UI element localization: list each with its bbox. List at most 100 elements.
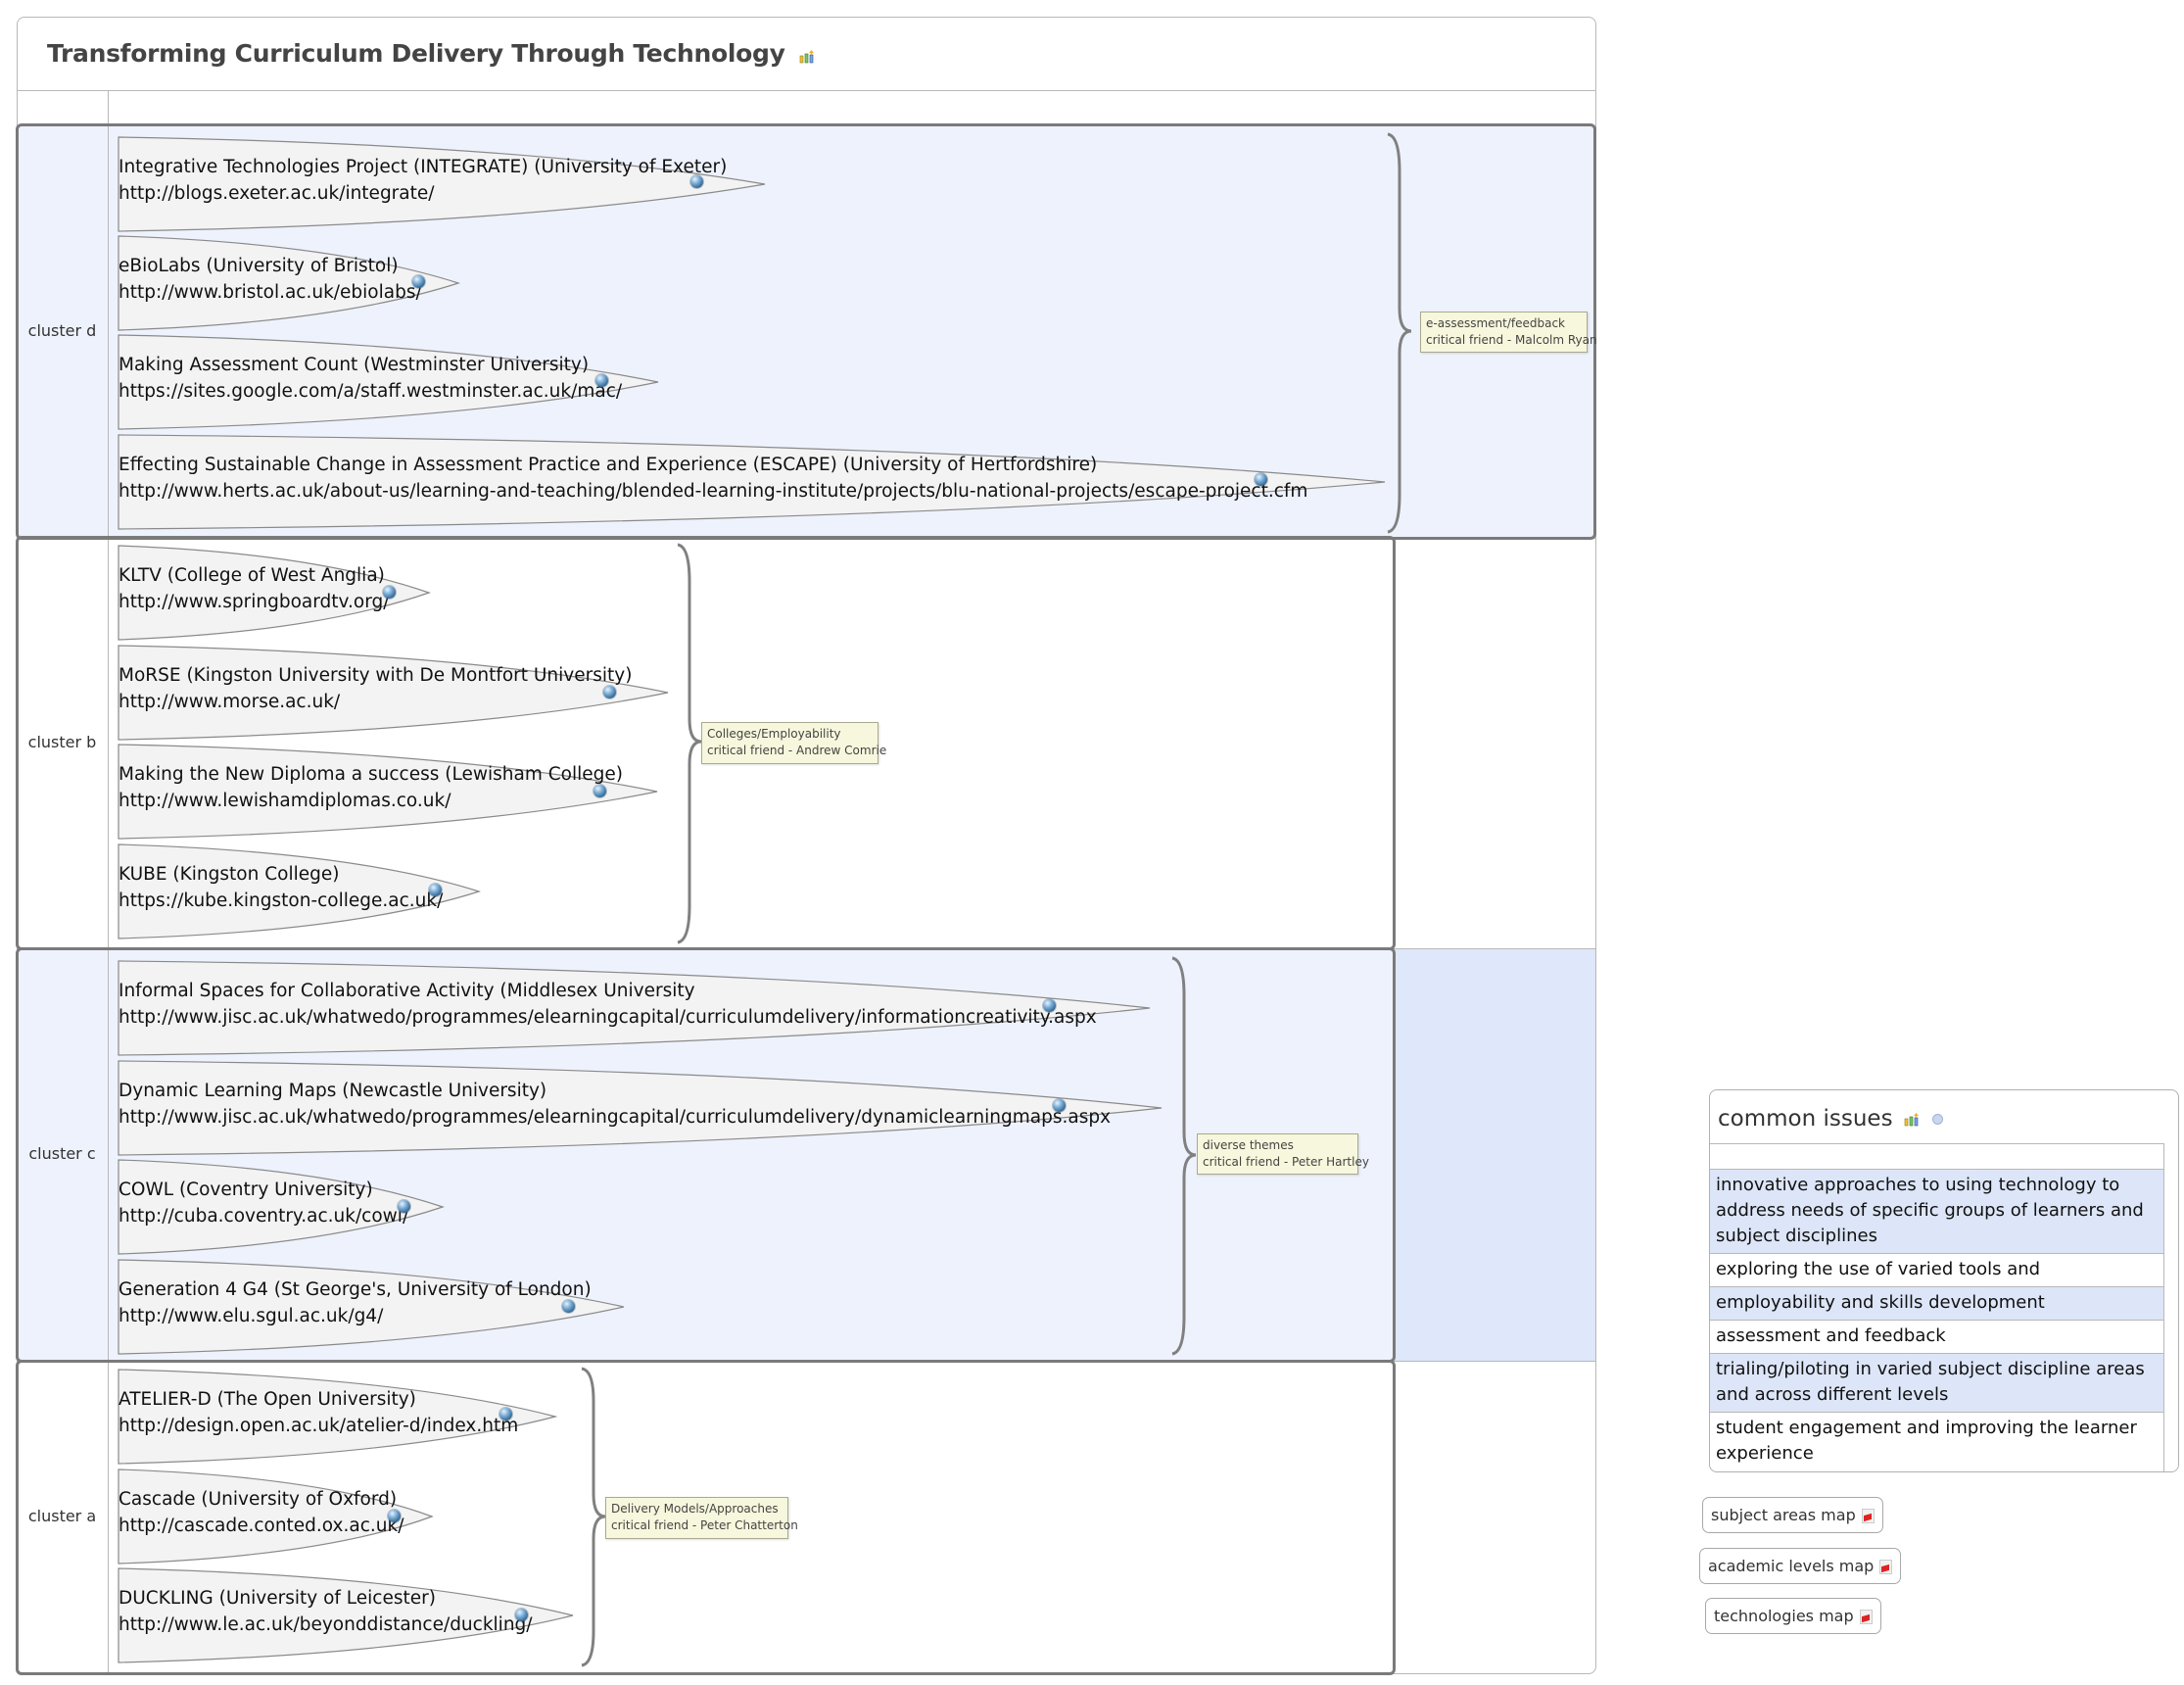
note-critical-friend: critical friend - Peter Hartley <box>1203 1155 1369 1169</box>
common-issue-item[interactable]: student engagement and improving the lea… <box>1710 1412 2163 1471</box>
project-node[interactable]: eBioLabs (University of Bristol) http://w… <box>118 235 460 331</box>
common-issue-item[interactable]: employability and skills development <box>1710 1286 2163 1320</box>
project-node[interactable]: Cascade (University of Oxford) http://cas… <box>118 1468 434 1565</box>
common-issues-title[interactable]: common issues <box>1718 1106 1944 1132</box>
pdf-icon <box>1859 1610 1873 1624</box>
project-url[interactable]: https://sites.google.com/a/staff.westmin… <box>119 381 623 402</box>
chart-arrow-icon <box>799 41 815 70</box>
globe-icon[interactable] <box>1255 473 1267 486</box>
globe-icon[interactable] <box>603 686 616 698</box>
cluster-note[interactable]: Colleges/Employability critical friend -… <box>701 722 887 764</box>
globe-icon[interactable] <box>690 175 703 188</box>
project-url[interactable]: https://kube.kingston-college.ac.uk/ <box>119 891 444 911</box>
project-name: Making Assessment Count (Westminster Uni… <box>119 355 590 375</box>
chart-arrow-icon <box>1904 1107 1920 1132</box>
project-url[interactable]: http://www.le.ac.uk/beyonddistance/duckl… <box>119 1614 533 1635</box>
note-theme: Delivery Models/Approaches <box>611 1502 779 1516</box>
project-name: MoRSE (Kingston University with De Montf… <box>119 665 633 686</box>
project-name: Dynamic Learning Maps (Newcastle Univers… <box>119 1081 547 1101</box>
globe-icon[interactable] <box>593 785 606 797</box>
cluster-label-a: cluster a <box>27 1507 97 1525</box>
common-issues-panel: common issues innovative approaches to u… <box>1709 1089 2179 1472</box>
technologies-map-button[interactable]: technologies map <box>1705 1598 1881 1634</box>
title-text: Transforming Curriculum Delivery Through… <box>47 39 785 68</box>
pdf-icon <box>1861 1509 1875 1523</box>
project-node[interactable]: Generation 4 G4 (St George's, University… <box>118 1259 625 1355</box>
project-name: COWL (Coventry University) <box>119 1180 373 1200</box>
project-url[interactable]: http://www.jisc.ac.uk/whatwedo/programme… <box>119 1007 1097 1028</box>
note-critical-friend: critical friend - Peter Chatterton <box>611 1518 798 1532</box>
pdf-icon <box>1879 1560 1893 1574</box>
header-divider <box>18 90 1595 91</box>
project-url[interactable]: http://www.bristol.ac.uk/ebiolabs/ <box>119 282 422 303</box>
common-issue-item[interactable]: trialing/piloting in varied subject disc… <box>1710 1353 2163 1412</box>
cluster-note[interactable]: Delivery Models/Approaches critical frie… <box>605 1497 798 1539</box>
project-url[interactable]: http://blogs.exeter.ac.uk/integrate/ <box>119 183 435 204</box>
cluster-label-c: cluster c <box>28 1144 96 1163</box>
globe-icon[interactable] <box>1043 999 1056 1012</box>
project-url[interactable]: http://www.elu.sgul.ac.uk/g4/ <box>119 1306 384 1326</box>
project-node[interactable]: Effecting Sustainable Change in Assessme… <box>118 434 1386 530</box>
project-url[interactable]: http://cascade.conted.ox.ac.uk/ <box>119 1516 404 1536</box>
project-url[interactable]: http://www.springboardtv.org/ <box>119 592 390 612</box>
project-node[interactable]: KUBE (Kingston College) https://kube.king… <box>118 843 481 939</box>
project-node[interactable]: Making Assessment Count (Westminster Uni… <box>118 334 659 430</box>
project-node[interactable]: ATELIER-D (The Open University) http://de… <box>118 1369 558 1465</box>
globe-icon[interactable] <box>412 275 425 288</box>
globe-icon[interactable] <box>515 1609 528 1621</box>
common-issue-item[interactable]: exploring the use of varied tools and te… <box>1710 1253 2163 1305</box>
common-issue-item[interactable]: innovative approaches to using technolog… <box>1710 1169 2163 1253</box>
brace-connector <box>1171 956 1197 1356</box>
project-node[interactable]: KLTV (College of West Anglia) http://www.… <box>118 545 431 641</box>
academic-levels-map-button[interactable]: academic levels map <box>1699 1548 1902 1584</box>
project-name: Informal Spaces for Collaborative Activi… <box>119 981 695 1001</box>
project-node[interactable]: MoRSE (Kingston University with De Montf… <box>118 645 669 741</box>
button-label: technologies map <box>1714 1607 1854 1625</box>
label-column-divider <box>108 91 109 1674</box>
globe-icon[interactable] <box>429 884 442 896</box>
globe-icon[interactable] <box>562 1300 575 1313</box>
globe-icon[interactable] <box>499 1408 512 1420</box>
globe-icon[interactable] <box>398 1200 410 1213</box>
cluster-label-b: cluster b <box>27 733 97 751</box>
project-name: Cascade (University of Oxford) <box>119 1489 398 1510</box>
project-name: Effecting Sustainable Change in Assessme… <box>119 455 1098 475</box>
project-url[interactable]: http://design.open.ac.uk/atelier-d/index… <box>119 1416 519 1436</box>
project-name: Generation 4 G4 (St George's, University… <box>119 1279 592 1300</box>
cluster-a-frame <box>16 1360 1396 1675</box>
cluster-note[interactable]: e-assessment/feedback critical friend - … <box>1420 312 1597 353</box>
cluster-note[interactable]: diverse themes critical friend - Peter H… <box>1197 1133 1369 1175</box>
collapse-icon[interactable] <box>1932 1114 1944 1125</box>
project-url[interactable]: http://www.herts.ac.uk/about-us/learning… <box>119 481 1308 502</box>
project-url[interactable]: http://www.morse.ac.uk/ <box>119 692 341 712</box>
project-name: KLTV (College of West Anglia) <box>119 565 385 586</box>
project-node[interactable]: Dynamic Learning Maps (Newcastle Univers… <box>118 1060 1163 1156</box>
note-theme: Colleges/Employability <box>707 727 841 741</box>
project-node[interactable]: COWL (Coventry University) http://cuba.co… <box>118 1159 445 1255</box>
common-issues-scrollbar[interactable] <box>2163 1143 2178 1471</box>
page-title[interactable]: Transforming Curriculum Delivery Through… <box>47 39 815 70</box>
globe-icon[interactable] <box>595 374 608 387</box>
project-url[interactable]: http://www.jisc.ac.uk/whatwedo/programme… <box>119 1107 1112 1128</box>
project-name: ATELIER-D (The Open University) <box>119 1389 416 1410</box>
subject-areas-map-button[interactable]: subject areas map <box>1702 1497 1883 1533</box>
project-node[interactable]: Making the New Diploma a success (Lewish… <box>118 744 658 840</box>
project-name: KUBE (Kingston College) <box>119 864 340 885</box>
globe-icon[interactable] <box>383 586 396 599</box>
button-label: subject areas map <box>1711 1506 1856 1524</box>
project-node[interactable]: Informal Spaces for Collaborative Activi… <box>118 960 1151 1056</box>
common-issues-title-text: common issues <box>1718 1106 1893 1131</box>
note-critical-friend: critical friend - Andrew Comrie <box>707 744 887 757</box>
project-url[interactable]: http://cuba.coventry.ac.uk/cowl/ <box>119 1206 409 1227</box>
project-node[interactable]: DUCKLING (University of Leicester)http:/… <box>118 1567 574 1663</box>
common-issues-header-row <box>1710 1143 2163 1169</box>
project-name: eBioLabs (University of Bristol) <box>119 256 399 276</box>
project-url[interactable]: http://www.lewishamdiplomas.co.uk/ <box>119 791 451 811</box>
project-node[interactable]: Integrative Technologies Project (INTEGR… <box>118 136 766 232</box>
project-name: Integrative Technologies Project (INTEGR… <box>119 157 728 177</box>
globe-icon[interactable] <box>1053 1099 1066 1112</box>
note-critical-friend: critical friend - Malcolm Ryan <box>1426 333 1597 347</box>
button-label: academic levels map <box>1708 1557 1875 1575</box>
globe-icon[interactable] <box>388 1510 401 1522</box>
common-issue-item[interactable]: assessment and feedback <box>1710 1320 2163 1353</box>
